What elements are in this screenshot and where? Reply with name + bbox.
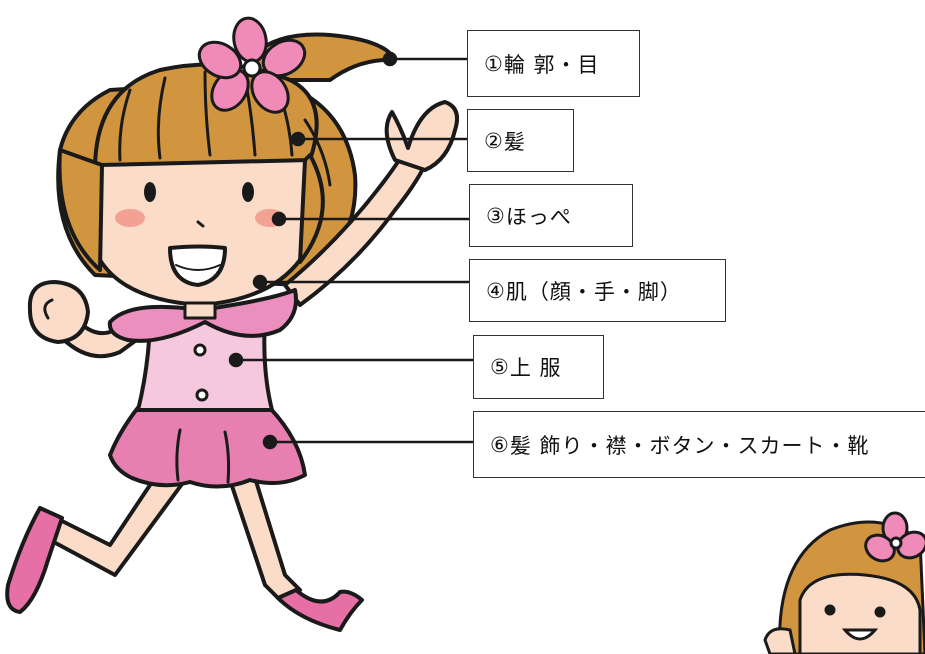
label-number: ⑤ (490, 355, 510, 379)
left-fist (27, 280, 90, 344)
label-number: ② (484, 128, 504, 153)
label-number: ⑥ (490, 432, 510, 457)
flower-ornament (197, 16, 307, 114)
right-leg (228, 476, 302, 602)
mouth (168, 244, 227, 287)
label-text: ほっぺ (505, 204, 572, 229)
button-bottom (195, 388, 209, 402)
leader-lines (228, 51, 473, 450)
raised-hand (384, 100, 459, 172)
dress-top (136, 318, 274, 412)
skirt (108, 403, 307, 489)
label-text: 肌（顔・手・脚） (505, 279, 682, 304)
eye-left (144, 182, 156, 202)
right-shoe (276, 588, 364, 632)
label-text: 上 服 (509, 356, 562, 380)
label-text: 輪 郭・目 (503, 52, 600, 77)
label-text: 髪 飾り・襟・ボタン・スカート・靴 (509, 433, 870, 458)
label-number: ③ (486, 203, 506, 228)
eye-right (242, 182, 254, 202)
label-number: ① (484, 51, 504, 76)
label-text: 髪 (503, 129, 526, 154)
button-top (193, 343, 207, 357)
label-number: ④ (486, 278, 506, 303)
left-shoe (5, 506, 64, 614)
cheek-left (115, 209, 145, 227)
small-character (763, 511, 925, 654)
